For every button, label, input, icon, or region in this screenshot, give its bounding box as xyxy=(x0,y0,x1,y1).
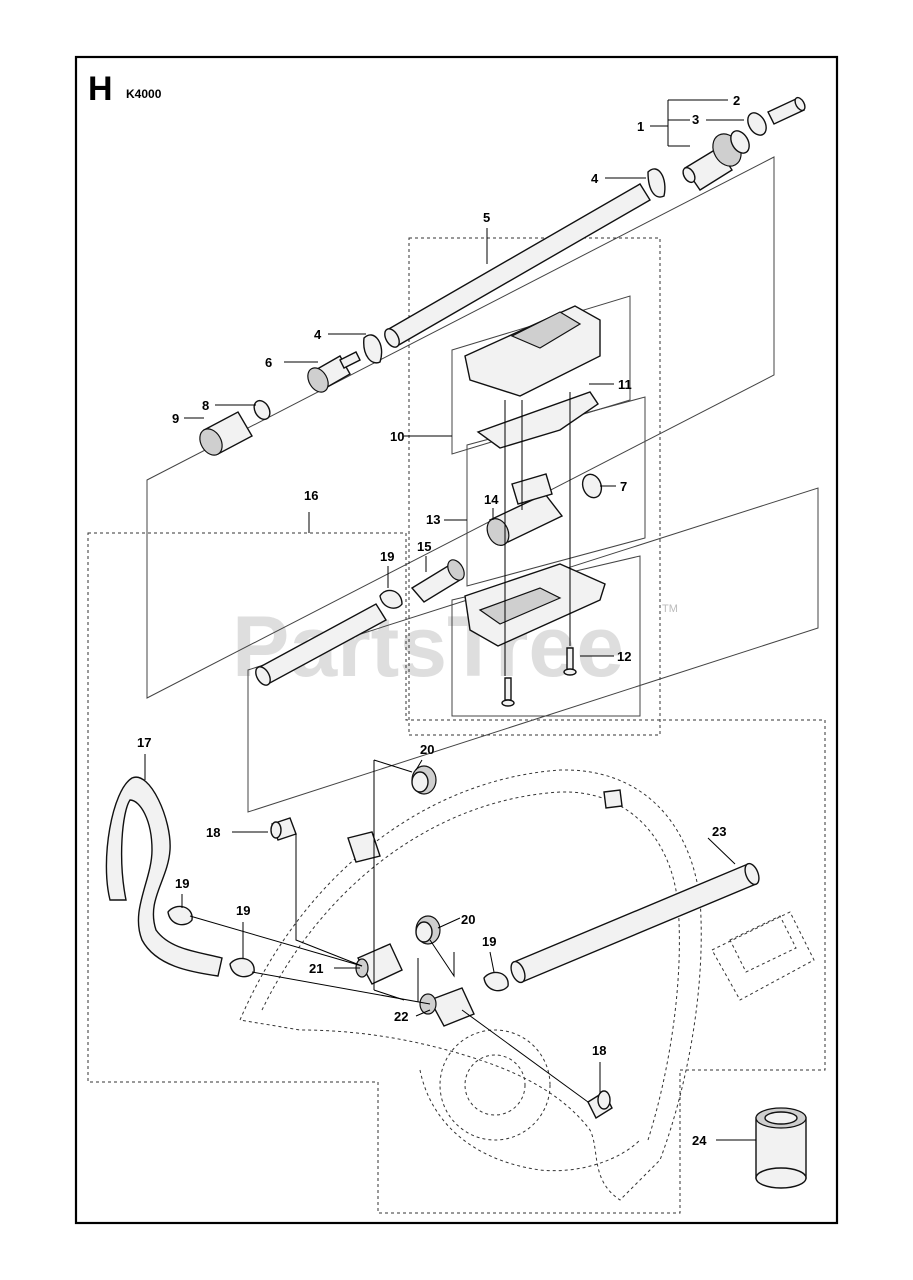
o-ring-7 xyxy=(581,473,603,499)
callout-19-middle: 19 xyxy=(236,903,250,918)
callout-4-upper: 4 xyxy=(591,171,599,186)
callout-19-upper: 19 xyxy=(380,549,394,564)
leader-lines xyxy=(144,99,756,1141)
callout-21: 21 xyxy=(309,961,323,976)
hose-17 xyxy=(105,776,223,977)
hose-nipple-15 xyxy=(410,559,465,603)
callout-20-upper: 20 xyxy=(420,742,434,757)
section-letter: H xyxy=(88,70,113,108)
callout-6: 6 xyxy=(265,355,272,370)
screw-18-upper xyxy=(270,817,297,841)
callout-5: 5 xyxy=(483,210,490,225)
callout-10: 10 xyxy=(390,429,404,444)
handle-cover xyxy=(464,305,601,397)
guard-clip-top xyxy=(603,789,623,809)
callout-14: 14 xyxy=(484,492,499,507)
nut-9 xyxy=(199,411,253,456)
plug-20-lower xyxy=(415,915,441,945)
clamp-4-upper xyxy=(647,168,666,198)
callout-2: 2 xyxy=(733,93,740,108)
kit-16-outline xyxy=(87,532,826,1214)
callout-13: 13 xyxy=(426,512,440,527)
connector-21 xyxy=(355,943,403,985)
callout-3: 3 xyxy=(692,112,699,127)
nipple-connector-1 xyxy=(682,130,750,191)
callout-18-upper: 18 xyxy=(206,825,220,840)
valve-14 xyxy=(486,473,564,546)
callout-15: 15 xyxy=(417,539,431,554)
callout-20-lower: 20 xyxy=(461,912,475,927)
lower-casing-outline xyxy=(451,555,641,717)
tube-23 xyxy=(510,862,760,984)
water-pipe-5 xyxy=(384,183,651,348)
hose-coupling-24 xyxy=(755,1107,807,1189)
bolt-2 xyxy=(767,96,806,125)
clamp-4-lower xyxy=(363,334,383,364)
diagram-border xyxy=(74,55,839,1225)
callout-17: 17 xyxy=(137,735,151,750)
clamp-19-right xyxy=(483,971,509,992)
screw-12-lower xyxy=(501,677,515,707)
callout-1: 1 xyxy=(637,119,644,134)
callout-12: 12 xyxy=(617,649,631,664)
callout-19-left: 19 xyxy=(175,876,189,891)
lever-plate-11 xyxy=(476,391,599,449)
washer-8 xyxy=(253,399,271,421)
callout-18-lower: 18 xyxy=(592,1043,606,1058)
plug-20-upper xyxy=(411,765,437,795)
tube-16-outline xyxy=(247,487,819,813)
callout-9: 9 xyxy=(172,411,179,426)
callout-24: 24 xyxy=(692,1133,707,1148)
clamp-19-left xyxy=(167,905,193,926)
callout-4-lower: 4 xyxy=(314,327,322,342)
model-label: K4000 xyxy=(126,87,162,101)
fitting-6 xyxy=(307,351,361,393)
clamp-19-middle xyxy=(229,957,255,978)
screw-12 xyxy=(563,647,577,676)
callout-8: 8 xyxy=(202,398,209,413)
callout-22: 22 xyxy=(394,1009,408,1024)
callout-16: 16 xyxy=(304,488,318,503)
pipe-assembly-outline xyxy=(146,156,775,699)
watermark-trademark: TM xyxy=(662,603,678,615)
tube-holder xyxy=(711,911,815,1001)
callout-23: 23 xyxy=(712,824,726,839)
guard-clip xyxy=(347,831,381,863)
short-tube-16 xyxy=(255,603,387,686)
o-ring-3 xyxy=(747,112,767,136)
callout-19-right: 19 xyxy=(482,934,496,949)
valve-housing-outline xyxy=(408,237,661,736)
screw-18-lower xyxy=(587,1090,613,1120)
callout-11: 11 xyxy=(618,377,632,392)
callout-7: 7 xyxy=(620,479,627,494)
clamp-19-upper xyxy=(379,589,403,609)
connector-22 xyxy=(419,987,475,1027)
blade-guard-outline xyxy=(239,769,702,1201)
